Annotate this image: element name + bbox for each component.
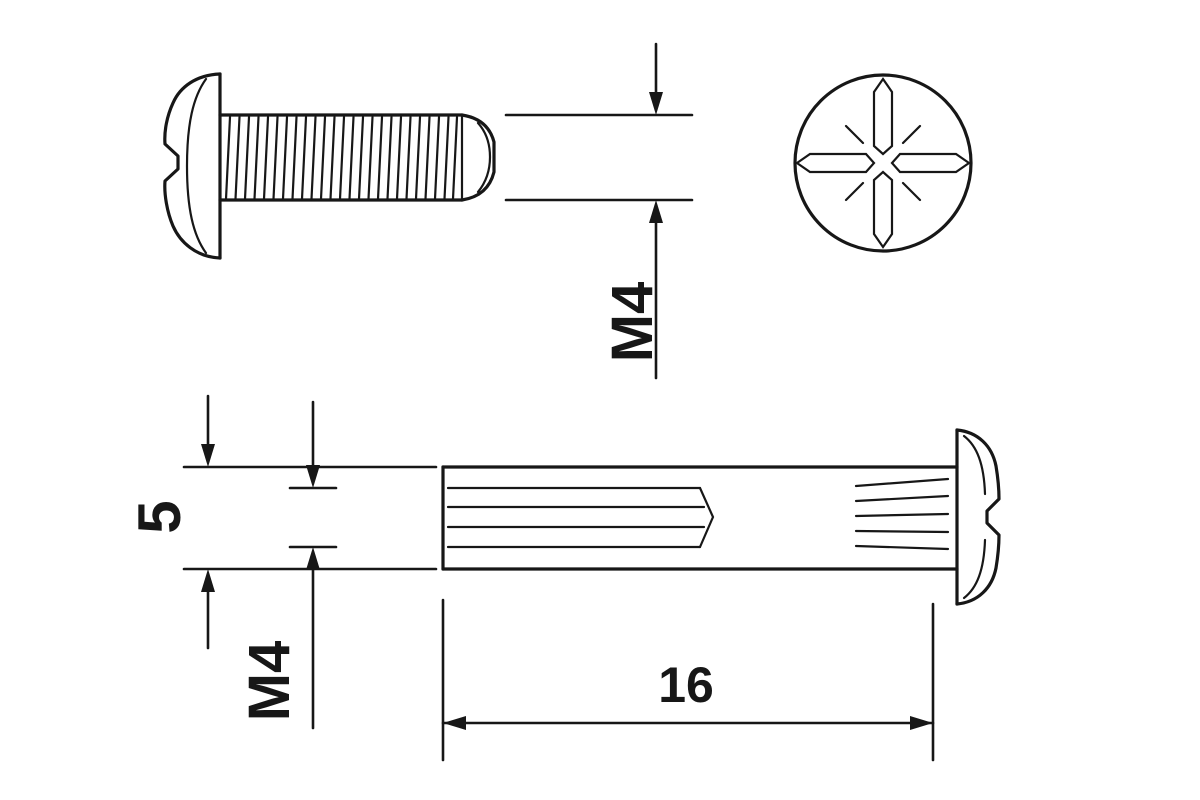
pozidriv-slot-bottom (872, 170, 894, 249)
arrowhead-down-icon (201, 444, 215, 467)
screw-tip-inner-arc (476, 121, 492, 194)
pozidriv-slot-right (890, 152, 971, 174)
internal-thread-tip (698, 486, 715, 549)
head-inner-contour-lower (962, 538, 987, 600)
arrowhead-up-icon (306, 547, 320, 570)
dimension-m4-internal: M4 (237, 400, 338, 730)
arrowhead-down-icon (306, 465, 320, 488)
dimension-label-16: 16 (658, 657, 714, 713)
screw-side-view (163, 72, 496, 260)
dimension-label-m4-top: M4 (600, 282, 665, 363)
arrowhead-up-icon (649, 200, 663, 223)
dimension-label-5: 5 (126, 500, 193, 533)
arrowhead-down-icon (649, 92, 663, 115)
head-profile-right (955, 428, 1001, 606)
arrowhead-left-icon (443, 716, 466, 730)
connecting-screw-side-view (441, 428, 1001, 606)
screw-head-profile (163, 72, 222, 260)
screw-tip-outline (460, 113, 496, 202)
screw-head-inner-contour (185, 77, 208, 255)
pozidriv-slot-top (872, 77, 894, 156)
internal-thread-lines (446, 486, 706, 549)
head-inner-contour-upper (962, 434, 987, 496)
screw-thread-hatching (224, 115, 459, 201)
dimension-label-m4-bottom: M4 (237, 641, 302, 722)
arrowhead-up-icon (201, 569, 215, 592)
dimension-length-16: 16 (441, 598, 935, 762)
knurl-hatch-lines (854, 477, 950, 551)
pozidriv-slot-left (795, 152, 876, 174)
arrowhead-right-icon (910, 716, 933, 730)
pozidriv-recess (795, 77, 971, 249)
dimension-m4-shank: M4 (504, 42, 694, 380)
dimension-outer-diameter-5: 5 (126, 394, 438, 650)
screw-head-front-view (793, 73, 973, 253)
pozidriv-diagonal-ticks (844, 124, 922, 202)
head-outline-circle (793, 73, 973, 253)
